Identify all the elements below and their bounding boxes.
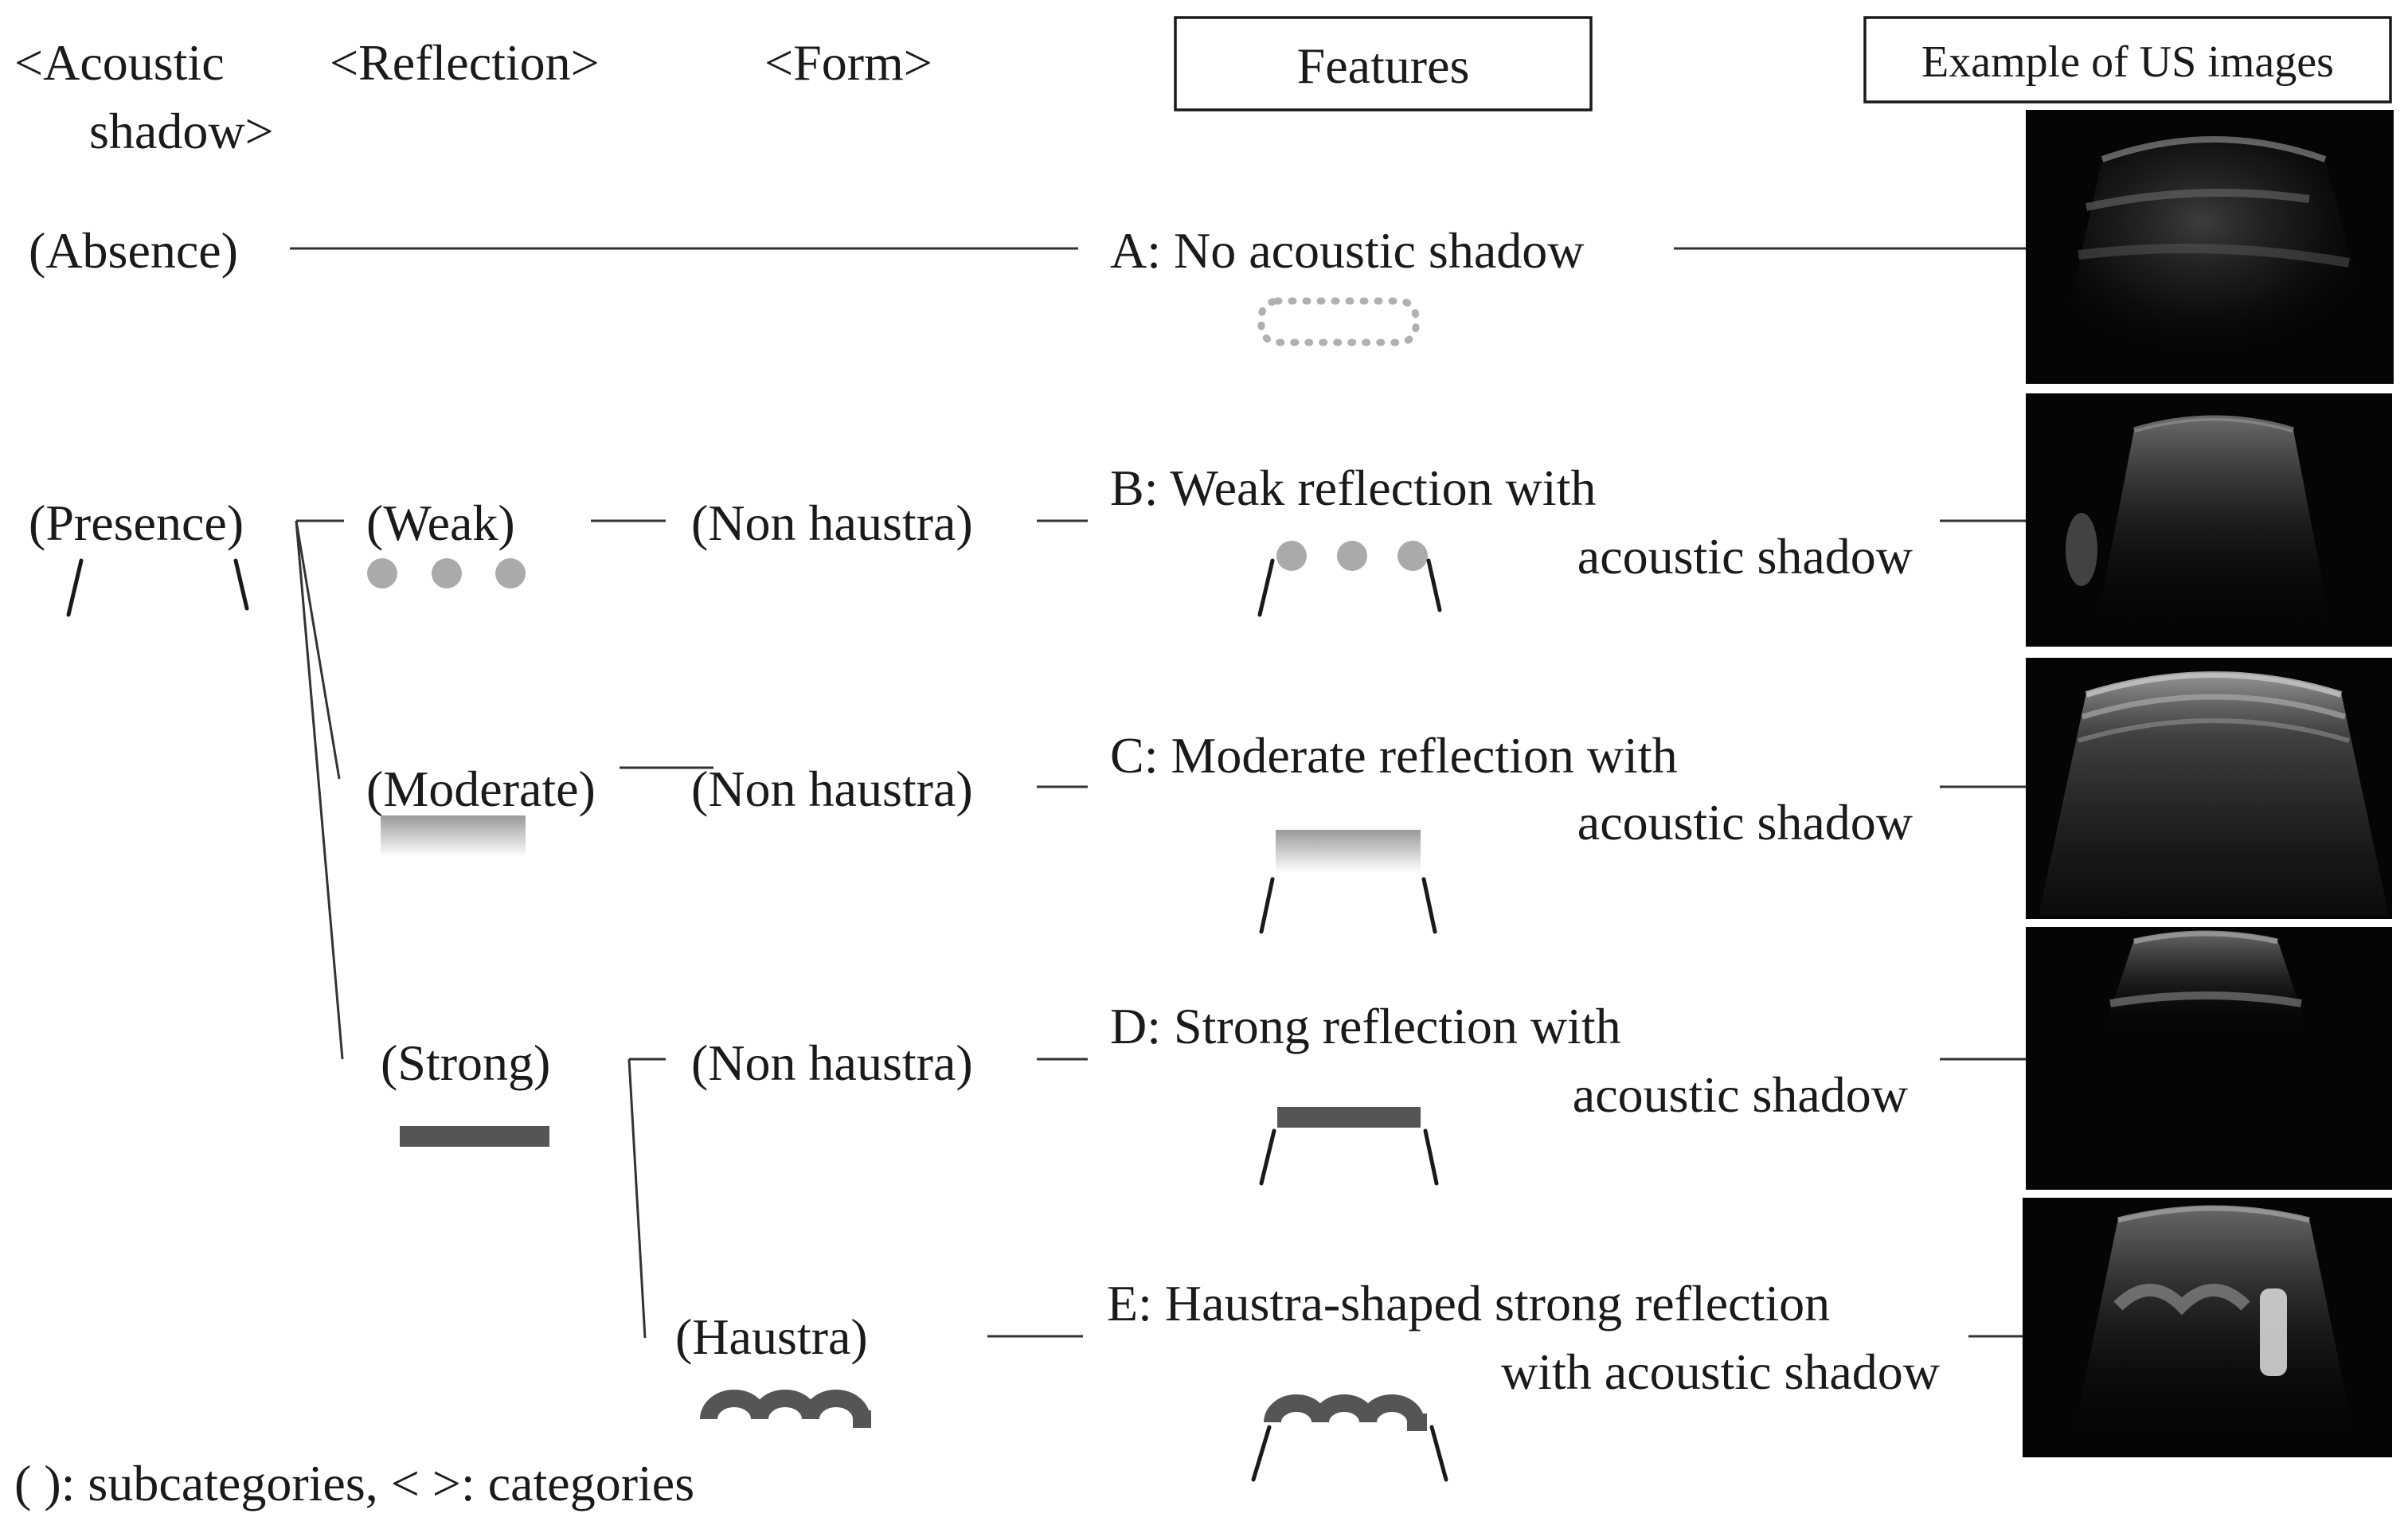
connector-presence-to-strong <box>295 520 344 1060</box>
reflection-strong-label: (Strong) <box>381 1034 550 1091</box>
shadow-absence-label: (Absence) <box>29 222 238 279</box>
examples-header-box <box>1863 16 2392 104</box>
feature-c-line1: C: Moderate reflection with <box>1110 727 1678 784</box>
feature-b-dot-2 <box>1337 541 1367 571</box>
feature-b-shadow-right <box>1426 558 1442 612</box>
feature-e-shadow-right <box>1429 1425 1448 1482</box>
weak-dot-2 <box>432 558 462 589</box>
header-form: <Form> <box>764 34 932 91</box>
feature-b-line1: B: Weak reflection with <box>1110 459 1596 516</box>
feature-e-shadow-left <box>1251 1425 1272 1482</box>
presence-shadow-right-edge <box>233 558 249 611</box>
moderate-gradient-marker <box>381 815 526 857</box>
feature-b-shadow-left <box>1257 558 1275 617</box>
form-non-haustra-moderate: (Non haustra) <box>691 761 973 817</box>
weak-dot-1 <box>367 558 397 589</box>
weak-dot-3 <box>495 558 526 589</box>
connector-strong-to-haustra <box>627 1058 647 1339</box>
feature-d-shadow-right <box>1423 1128 1439 1186</box>
haustra-arch-marker <box>700 1390 871 1428</box>
header-acoustic-shadow-line2: shadow> <box>89 103 274 159</box>
reflection-moderate-label: (Moderate) <box>366 761 596 817</box>
feature-d-shadow-left <box>1259 1128 1276 1186</box>
no-shadow-dotted-marker <box>1257 297 1420 346</box>
form-haustra-label: (Haustra) <box>675 1308 868 1365</box>
feature-d-strong-bar <box>1277 1107 1421 1128</box>
feature-c-gradient-marker <box>1276 830 1421 873</box>
feature-e-line2: with acoustic shadow <box>1501 1343 1940 1400</box>
feature-a-label: A: No acoustic shadow <box>1110 222 1584 279</box>
form-non-haustra-strong: (Non haustra) <box>691 1034 973 1091</box>
legend-text: ( ): subcategories, < >: categories <box>14 1455 694 1511</box>
feature-b-dot-3 <box>1398 541 1428 571</box>
feature-b-dot-1 <box>1276 541 1307 571</box>
us-image-c <box>2026 658 2392 919</box>
shadow-presence-label: (Presence) <box>29 495 244 551</box>
reflection-weak-label: (Weak) <box>366 495 515 551</box>
us-image-d <box>2026 927 2392 1190</box>
features-header-box <box>1174 16 1593 111</box>
feature-e-line1: E: Haustra-shaped strong reflection <box>1107 1275 1830 1332</box>
strong-bar-marker <box>400 1126 549 1147</box>
feature-e-haustra-marker <box>1264 1394 1427 1431</box>
presence-shadow-left-edge <box>66 558 84 617</box>
form-non-haustra-weak: (Non haustra) <box>691 495 973 551</box>
feature-c-line2: acoustic shadow <box>1577 794 1913 851</box>
us-image-e <box>2023 1198 2392 1457</box>
feature-d-line1: D: Strong reflection with <box>1110 998 1621 1054</box>
feature-d-line2: acoustic shadow <box>1573 1066 1908 1123</box>
header-acoustic-shadow-line1: <Acoustic <box>14 34 225 91</box>
header-features: Features <box>1297 37 1470 94</box>
header-examples: Example of US images <box>1921 37 2334 87</box>
header-reflection: <Reflection> <box>330 34 600 91</box>
feature-c-shadow-right <box>1421 877 1437 934</box>
us-image-a <box>2026 110 2394 384</box>
connector-presence-to-moderate <box>295 520 341 780</box>
feature-b-line2: acoustic shadow <box>1577 528 1913 585</box>
us-image-b <box>2026 393 2392 647</box>
feature-c-shadow-left <box>1259 877 1275 934</box>
